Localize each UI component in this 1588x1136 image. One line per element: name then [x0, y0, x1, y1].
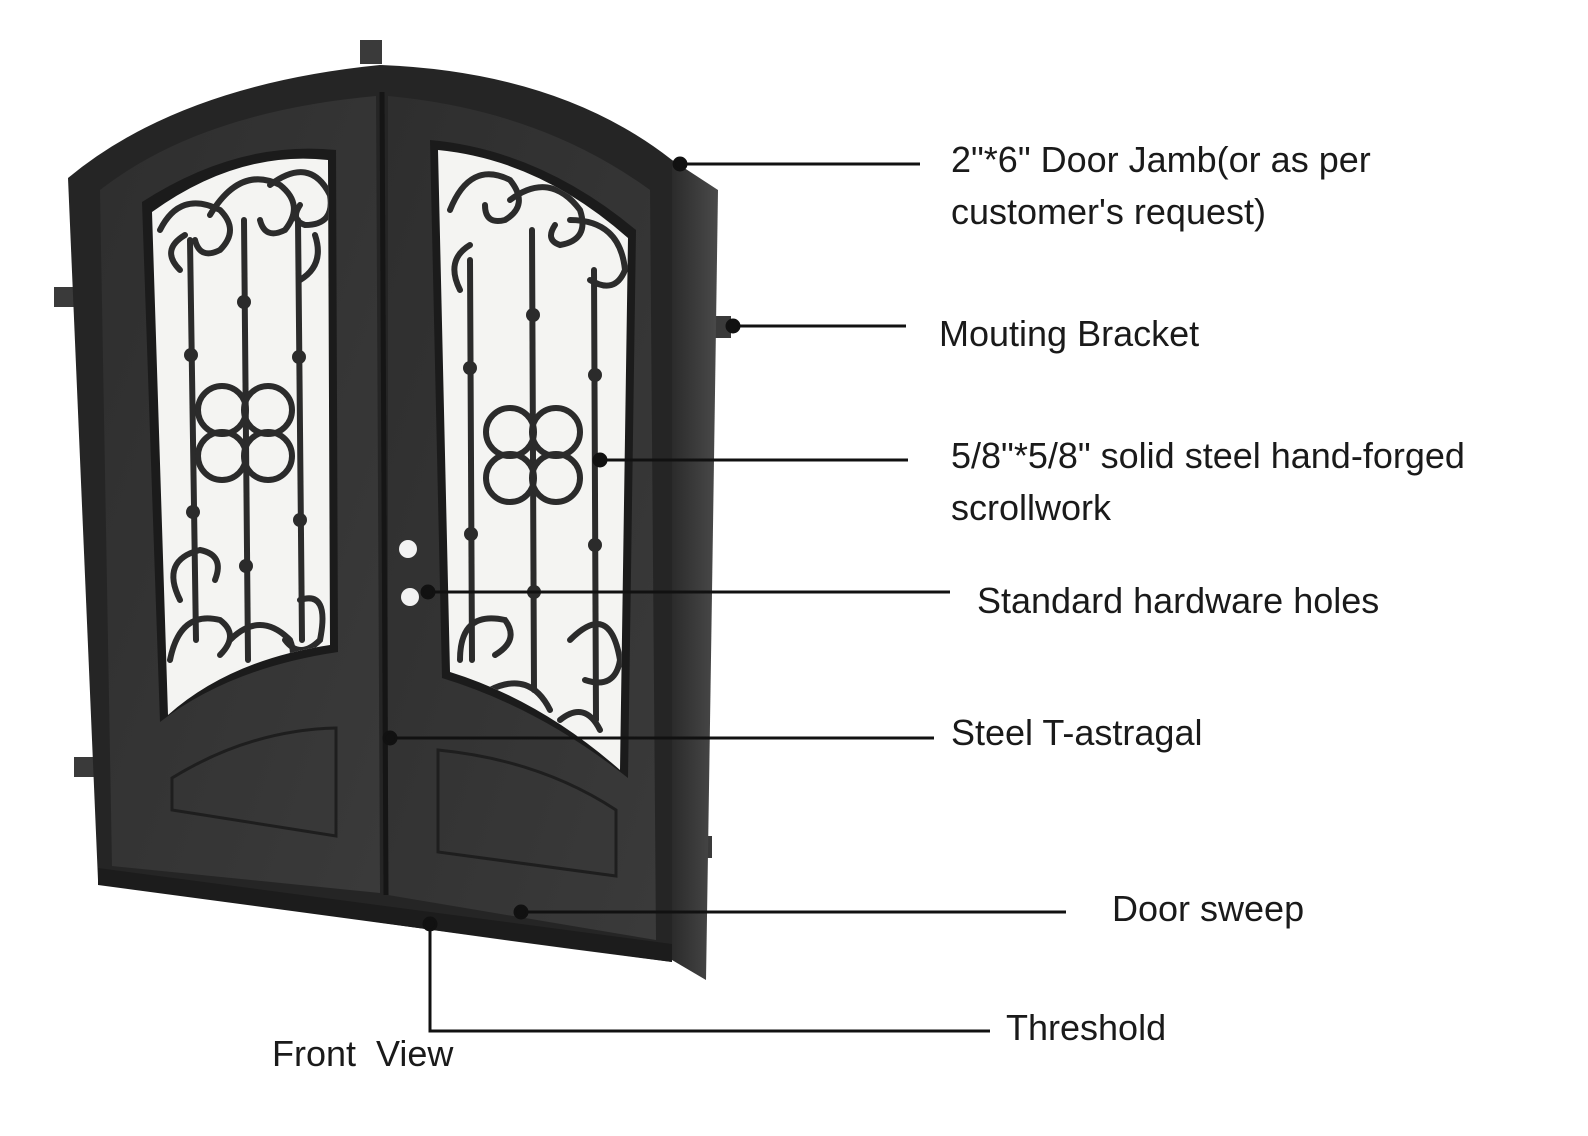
- callout-door-sweep: Door sweep: [1112, 883, 1304, 935]
- callout-door-jamb-line2: customer's request): [951, 186, 1371, 238]
- callout-hardware-holes: Standard hardware holes: [977, 575, 1379, 627]
- callout-door-jamb: 2"*6" Door Jamb(or as per customer's req…: [951, 134, 1371, 238]
- callout-t-astragal: Steel T-astragal: [951, 707, 1202, 759]
- callout-door-jamb-line1: 2"*6" Door Jamb(or as per: [951, 134, 1371, 186]
- callout-threshold: Threshold: [1006, 1002, 1166, 1054]
- callout-mounting-bracket: Mouting Bracket: [939, 308, 1199, 360]
- view-caption: Front View: [272, 1028, 453, 1080]
- callout-scrollwork-line1: 5/8"*5/8" solid steel hand-forged: [951, 430, 1465, 482]
- callout-scrollwork-line2: scrollwork: [951, 482, 1465, 534]
- callout-scrollwork: 5/8"*5/8" solid steel hand-forged scroll…: [951, 430, 1465, 534]
